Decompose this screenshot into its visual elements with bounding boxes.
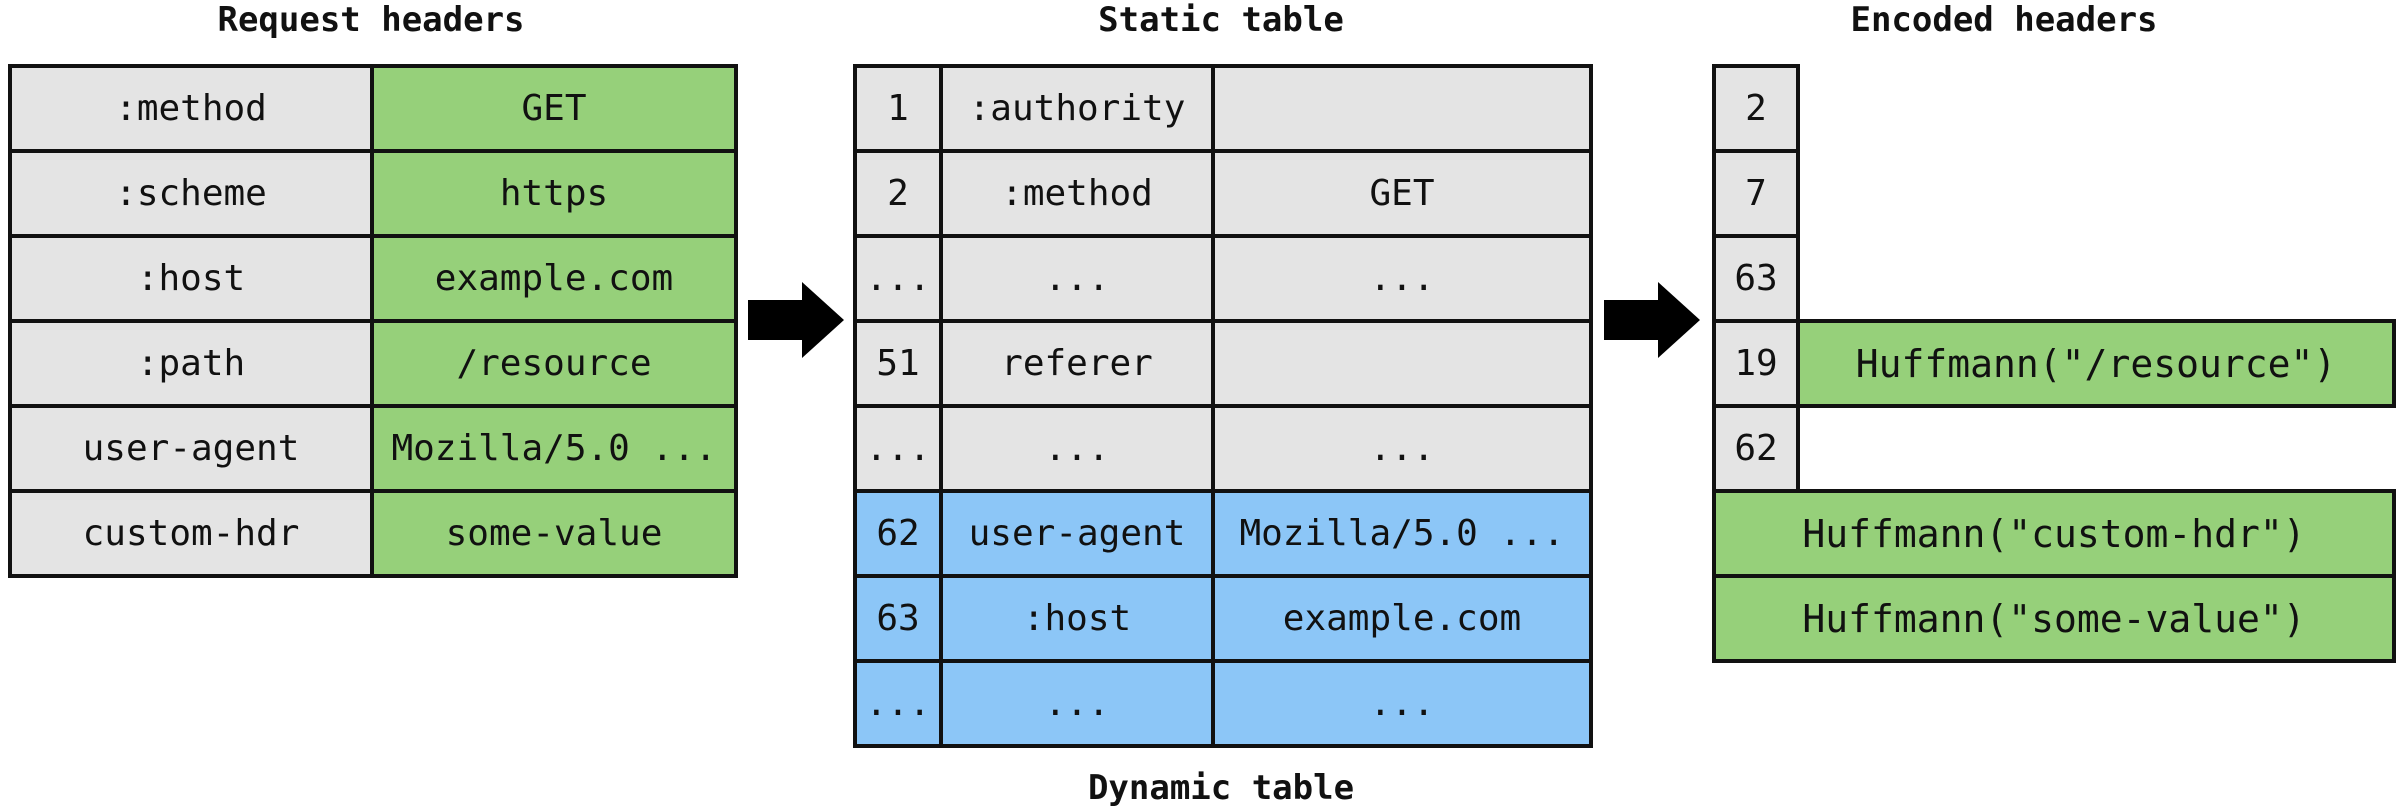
header-name: user-agent [8, 404, 374, 493]
table-row: custom-hdr some-value [8, 489, 738, 578]
table-index: 2 [853, 149, 943, 238]
table-value: GET [1211, 149, 1593, 238]
table-name: :authority [939, 64, 1215, 153]
table-row: user-agent Mozilla/5.0 ... [8, 404, 738, 493]
encoded-custom-value-literal: Huffmann("some-value") [1712, 574, 2396, 663]
header-value: Mozilla/5.0 ... [370, 404, 738, 493]
table-index: ... [853, 404, 943, 493]
header-value: GET [370, 64, 738, 153]
table-row: :host example.com [8, 234, 738, 323]
table-name: referer [939, 319, 1215, 408]
table-name: ... [939, 234, 1215, 323]
static-dynamic-table: 1 :authority 2 :method GET ... ... ... 5… [853, 64, 1593, 748]
header-value: example.com [370, 234, 738, 323]
table-index: 63 [853, 574, 943, 663]
table-name: ... [939, 659, 1215, 748]
table-row: :path /resource [8, 319, 738, 408]
right-arrow-icon [1604, 282, 1700, 358]
encoded-index: 63 [1712, 234, 1800, 323]
table-value: Mozilla/5.0 ... [1211, 489, 1593, 578]
table-row: ... ... ... [853, 404, 1593, 493]
encoded-index: 7 [1712, 149, 1800, 238]
table-value: example.com [1211, 574, 1593, 663]
table-name: ... [939, 404, 1215, 493]
header-name: custom-hdr [8, 489, 374, 578]
table-row: ... ... ... [853, 234, 1593, 323]
header-value: some-value [370, 489, 738, 578]
table-value: ... [1211, 659, 1593, 748]
encoded-index: 2 [1712, 64, 1800, 153]
right-arrow-icon [748, 282, 844, 358]
table-value: ... [1211, 234, 1593, 323]
table-value [1211, 64, 1593, 153]
request-headers-title: Request headers [217, 0, 525, 40]
table-row: :method GET [8, 64, 738, 153]
table-name: :host [939, 574, 1215, 663]
encoded-index: 62 [1712, 404, 1800, 493]
header-name: :host [8, 234, 374, 323]
table-index: ... [853, 659, 943, 748]
table-row: 1 :authority [853, 64, 1593, 153]
dynamic-table-title: Dynamic table [1087, 768, 1355, 808]
table-index: 1 [853, 64, 943, 153]
table-row: 62 user-agent Mozilla/5.0 ... [853, 489, 1593, 578]
encoded-custom-name-literal: Huffmann("custom-hdr") [1712, 489, 2396, 578]
encoded-path-literal: Huffmann("/resource") [1796, 319, 2396, 408]
table-row: ... ... ... [853, 659, 1593, 748]
table-value: ... [1211, 404, 1593, 493]
encoded-headers-title: Encoded headers [1850, 0, 2158, 40]
table-name: :method [939, 149, 1215, 238]
header-name: :path [8, 319, 374, 408]
table-row: :scheme https [8, 149, 738, 238]
table-name: user-agent [939, 489, 1215, 578]
table-index: ... [853, 234, 943, 323]
table-row: 2 :method GET [853, 149, 1593, 238]
header-name: :scheme [8, 149, 374, 238]
header-value: /resource [370, 319, 738, 408]
table-row: 63 :host example.com [853, 574, 1593, 663]
encoded-index: 19 [1712, 319, 1800, 408]
request-headers-table: :method GET :scheme https :host example.… [8, 64, 738, 578]
table-index: 51 [853, 319, 943, 408]
table-index: 62 [853, 489, 943, 578]
table-value [1211, 319, 1593, 408]
table-row: 51 referer [853, 319, 1593, 408]
static-table-title: Static table [1098, 0, 1344, 40]
header-name: :method [8, 64, 374, 153]
header-value: https [370, 149, 738, 238]
